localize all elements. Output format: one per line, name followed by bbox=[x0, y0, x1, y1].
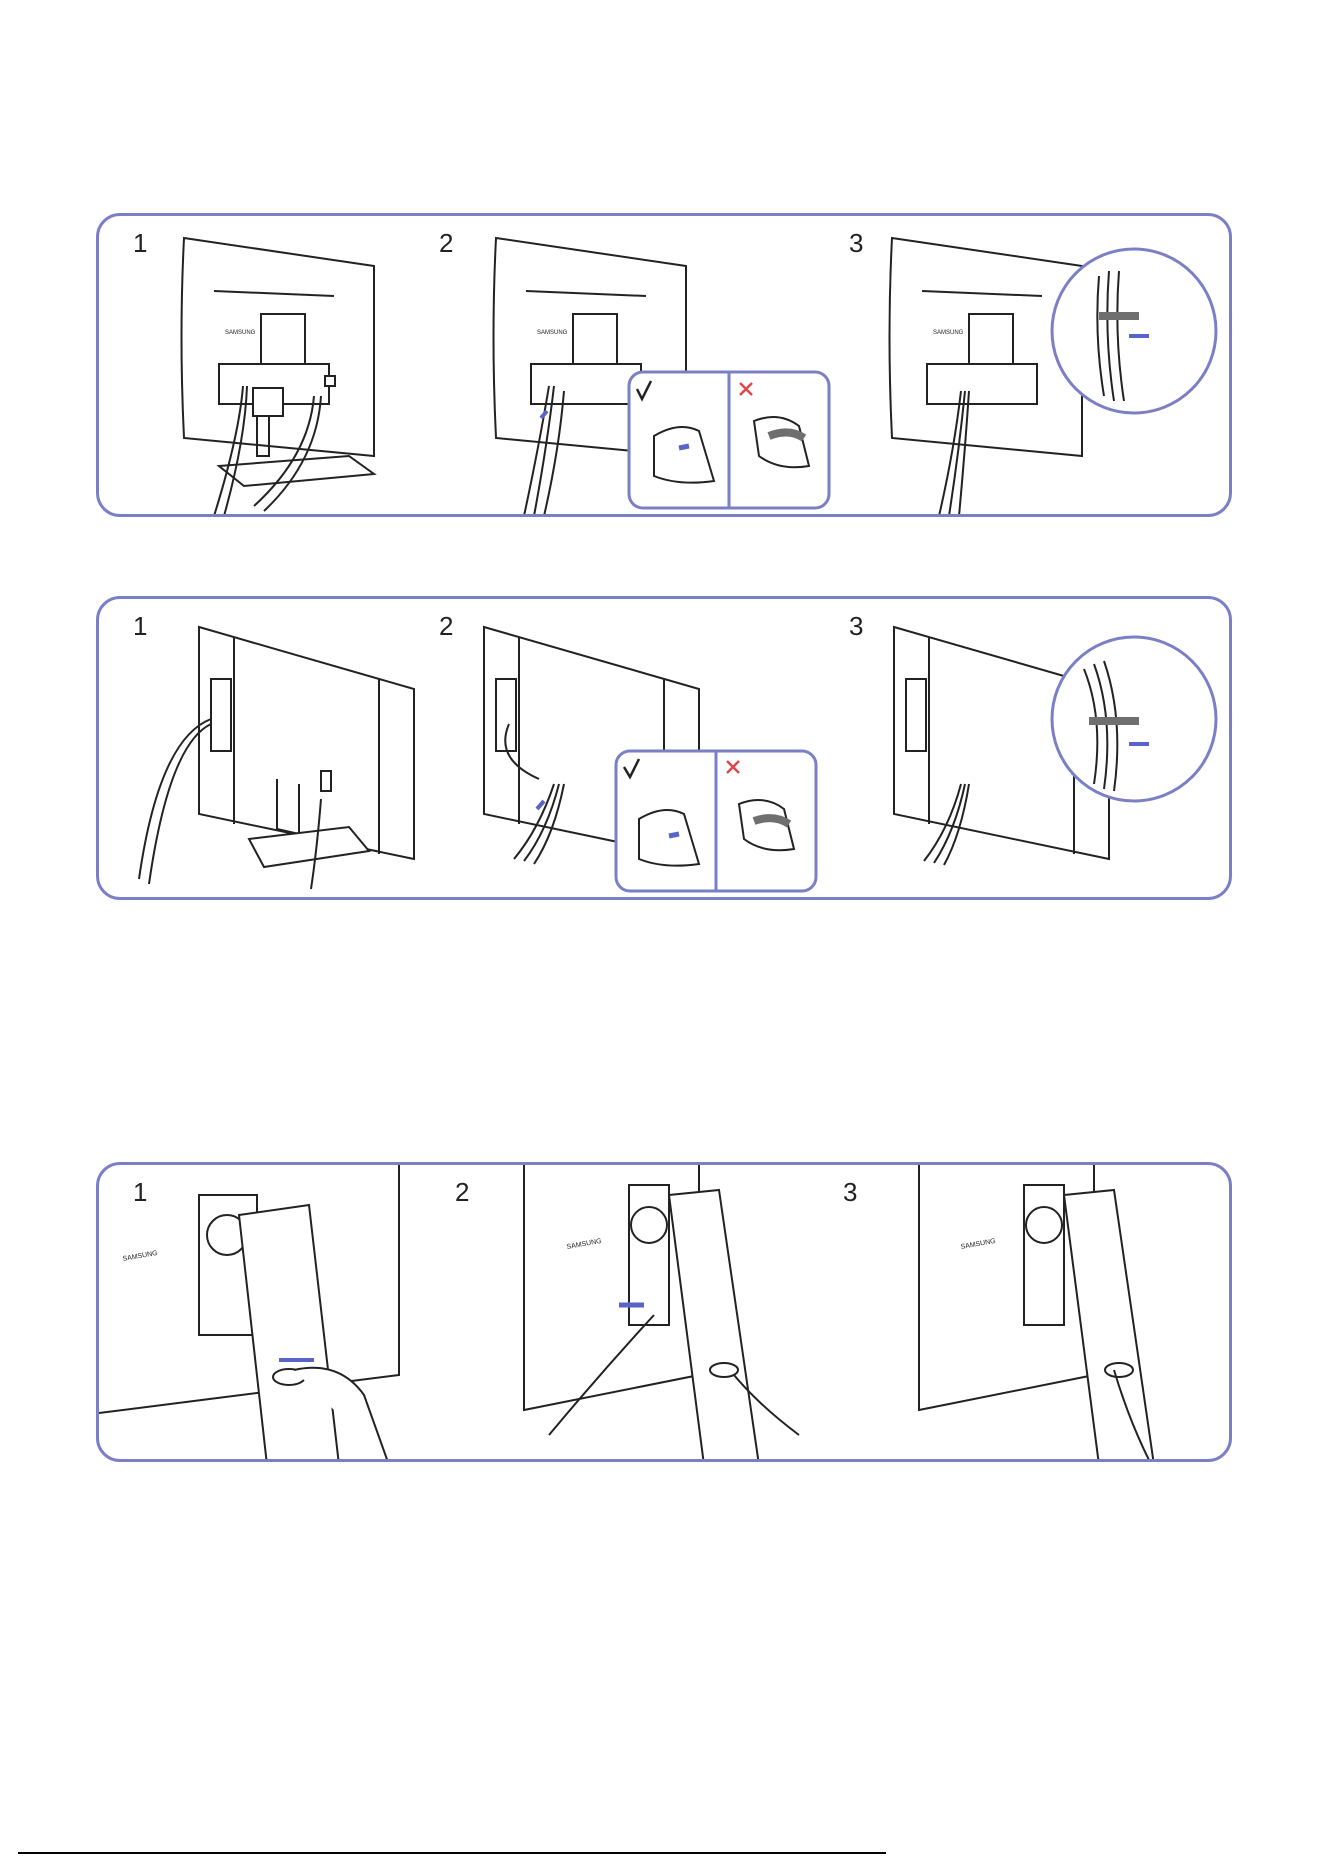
panel-1-illustration: SAMSUNG SAMSUNG bbox=[99, 216, 1232, 517]
strap-zoom-step-3 bbox=[1052, 249, 1216, 413]
brand-logo-step-2: SAMSUNG bbox=[537, 330, 568, 336]
strap-zoom-step-3 bbox=[1052, 637, 1216, 801]
instruction-panel-1: 1 2 3 SAMSUNG bbox=[96, 213, 1232, 517]
stand-back-step-3 bbox=[919, 1165, 1154, 1462]
footer-divider bbox=[18, 1852, 886, 1854]
panel-2-illustration bbox=[99, 599, 1232, 900]
strap-inset-step-2 bbox=[629, 372, 829, 508]
brand-logo-step-1: SAMSUNG bbox=[122, 1250, 158, 1263]
stand-back-step-2 bbox=[524, 1165, 799, 1462]
brand-logo-step-3: SAMSUNG bbox=[933, 330, 964, 336]
instruction-panel-2: 1 2 3 bbox=[96, 596, 1232, 900]
strap-inset-step-2 bbox=[616, 751, 816, 891]
brand-logo-step-1: SAMSUNG bbox=[225, 330, 256, 336]
stand-back-step-1 bbox=[99, 1165, 399, 1462]
monitor-back-step-1 bbox=[182, 238, 375, 516]
tv-back-step-1 bbox=[139, 627, 414, 889]
monitor-back-step-3 bbox=[890, 238, 1083, 516]
instruction-panel-3: 1 2 3 SAMSUNG bbox=[96, 1162, 1232, 1462]
panel-3-illustration: SAMSUNG SAMSUNG SAMS bbox=[99, 1165, 1232, 1462]
